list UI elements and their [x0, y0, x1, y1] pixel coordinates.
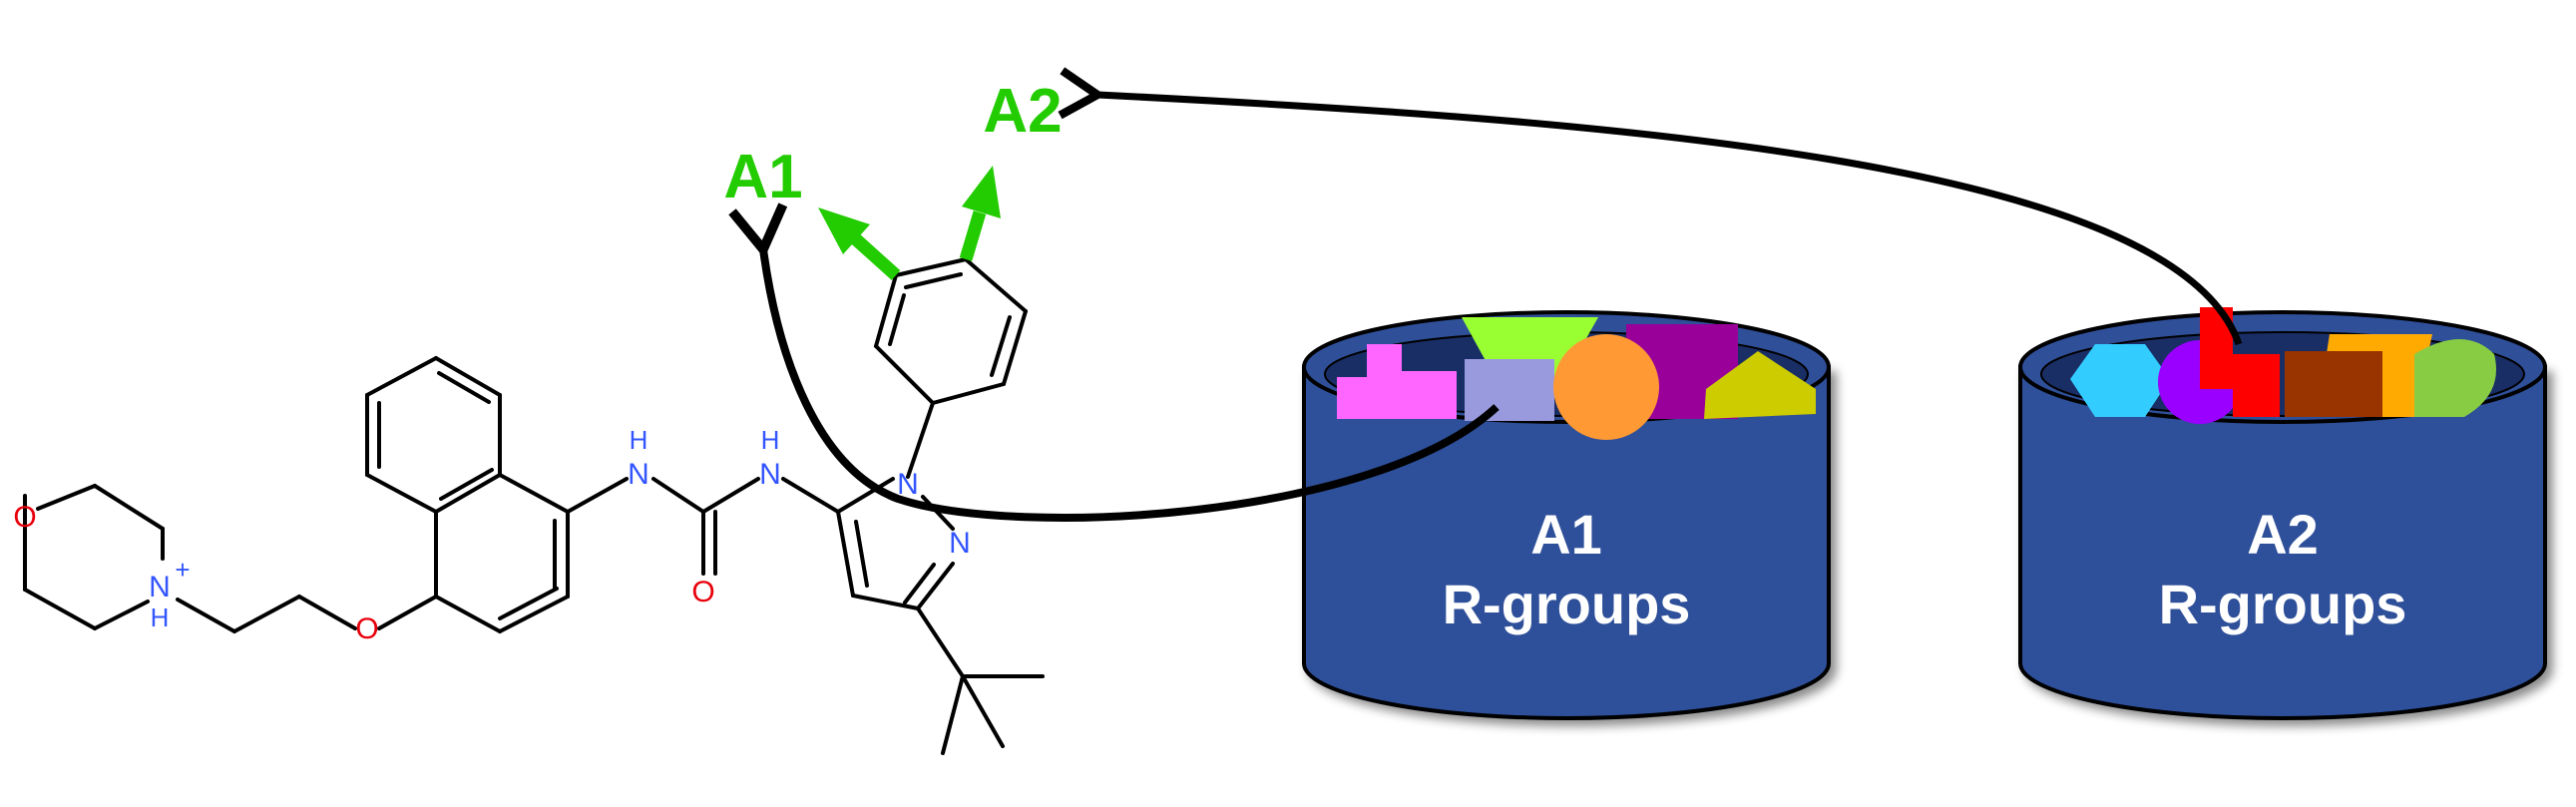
atom-n-urea-1: N [628, 458, 649, 491]
a2-rgroup-shapes [2070, 307, 2496, 424]
a1-rgroup-shapes [1337, 317, 1816, 440]
a1-rgroup-database: A1 R-groups [1302, 310, 1831, 720]
olive-parallelogram-shape [1704, 351, 1816, 419]
a1-db-title: A1 [1530, 503, 1602, 566]
atom-n-urea-2: N [759, 458, 781, 491]
atom-o-ether: O [355, 612, 378, 645]
a1-label: A1 [723, 143, 802, 211]
atom-n-pyrazole-1: N [897, 468, 919, 501]
lavender-square-shape [1465, 359, 1554, 421]
green-oval-shape [2414, 339, 2496, 417]
urea-linker [566, 477, 840, 576]
a2-rgroup-database: A2 R-groups [2018, 307, 2547, 720]
a1-db-subtitle: R-groups [1443, 573, 1691, 635]
a2-attachment-arrow [959, 166, 1001, 261]
atom-n-morpholine: N [149, 571, 171, 604]
atom-o-morpholine: O [13, 501, 36, 534]
atom-n-pyrazole-2: N [949, 527, 971, 560]
brown-square-shape [2285, 351, 2382, 417]
ethylene-linker [176, 595, 438, 633]
attachment-arrows [818, 166, 1001, 280]
molecule-structure [23, 257, 1045, 755]
phenyl-ring [874, 257, 1028, 479]
atom-charge-morpholine: + [175, 555, 190, 585]
atom-labels: O N H + O H N O H N N N [13, 425, 971, 645]
atom-h-morpholine: H [151, 603, 170, 632]
atom-h-urea-1: H [630, 425, 648, 455]
naphthalene-ring [365, 356, 570, 633]
a1-attachment-arrow [818, 207, 901, 280]
a1-mapping-arrow [728, 202, 1500, 522]
red-block-shape [2200, 307, 2280, 417]
a2-db-subtitle: R-groups [2159, 573, 2407, 635]
atom-o-urea: O [691, 576, 714, 608]
a2-label: A2 [983, 77, 1062, 146]
orange-circle-shape [1553, 334, 1659, 440]
atom-h-urea-2: H [761, 425, 780, 455]
pyrazole-ring [836, 477, 1045, 755]
a2-db-title: A2 [2247, 503, 2319, 566]
morpholine-ring [23, 484, 165, 630]
cyan-hexagon-shape [2070, 344, 2170, 417]
a2-mapping-arrow [1058, 67, 2243, 346]
magenta-block-shape [1337, 344, 1457, 419]
